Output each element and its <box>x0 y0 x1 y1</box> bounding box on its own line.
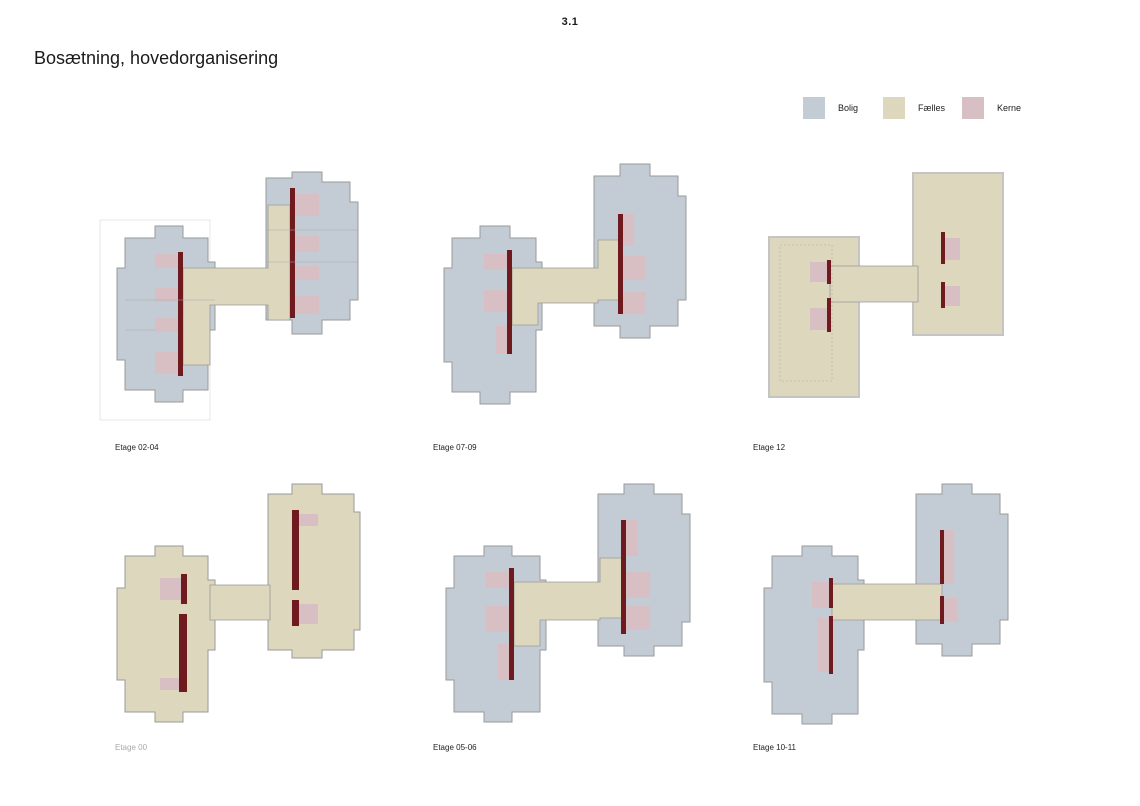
plan-caption: Etage 00 <box>115 743 148 752</box>
plan-etage-07-09 <box>443 163 687 405</box>
plan-etage-10-11 <box>763 483 1009 725</box>
page-title: Bosætning, hovedorganisering <box>34 48 279 68</box>
residential-zone <box>915 483 1009 657</box>
legend: Bolig Fælles Kerne <box>803 97 1033 119</box>
common-zone <box>511 239 621 326</box>
legend-label-faelles: Fælles <box>918 103 946 113</box>
page-number: 3.1 <box>561 16 579 28</box>
plan-etage-00 <box>116 483 361 723</box>
common-zone <box>829 265 919 303</box>
common-zone <box>182 204 291 366</box>
common-zone <box>267 483 361 659</box>
common-zone <box>116 545 216 723</box>
legend-label-kerne: Kerne <box>997 103 1022 113</box>
plan-caption: Etage 02-04 <box>115 443 159 452</box>
legend-swatch-faelles <box>883 97 905 119</box>
common-zone <box>513 557 623 647</box>
residential-zone <box>763 545 865 725</box>
plan-etage-02-04 <box>99 171 359 421</box>
legend-swatch-bolig <box>803 97 825 119</box>
plan-caption: Etage 12 <box>753 443 786 452</box>
legend-item-faelles: Fælles <box>883 97 945 119</box>
legend-item-bolig: Bolig <box>803 97 858 119</box>
plan-etage-12 <box>768 172 1004 398</box>
common-zone <box>831 583 943 621</box>
legend-swatch-kerne <box>962 97 984 119</box>
legend-item-kerne: Kerne <box>962 97 1021 119</box>
common-zone <box>209 584 271 621</box>
plan-etage-05-06 <box>445 483 691 723</box>
plan-caption: Etage 07-09 <box>433 443 477 452</box>
legend-label-bolig: Bolig <box>838 103 859 113</box>
plan-caption: Etage 05-06 <box>433 743 477 752</box>
plan-caption: Etage 10-11 <box>753 743 796 752</box>
